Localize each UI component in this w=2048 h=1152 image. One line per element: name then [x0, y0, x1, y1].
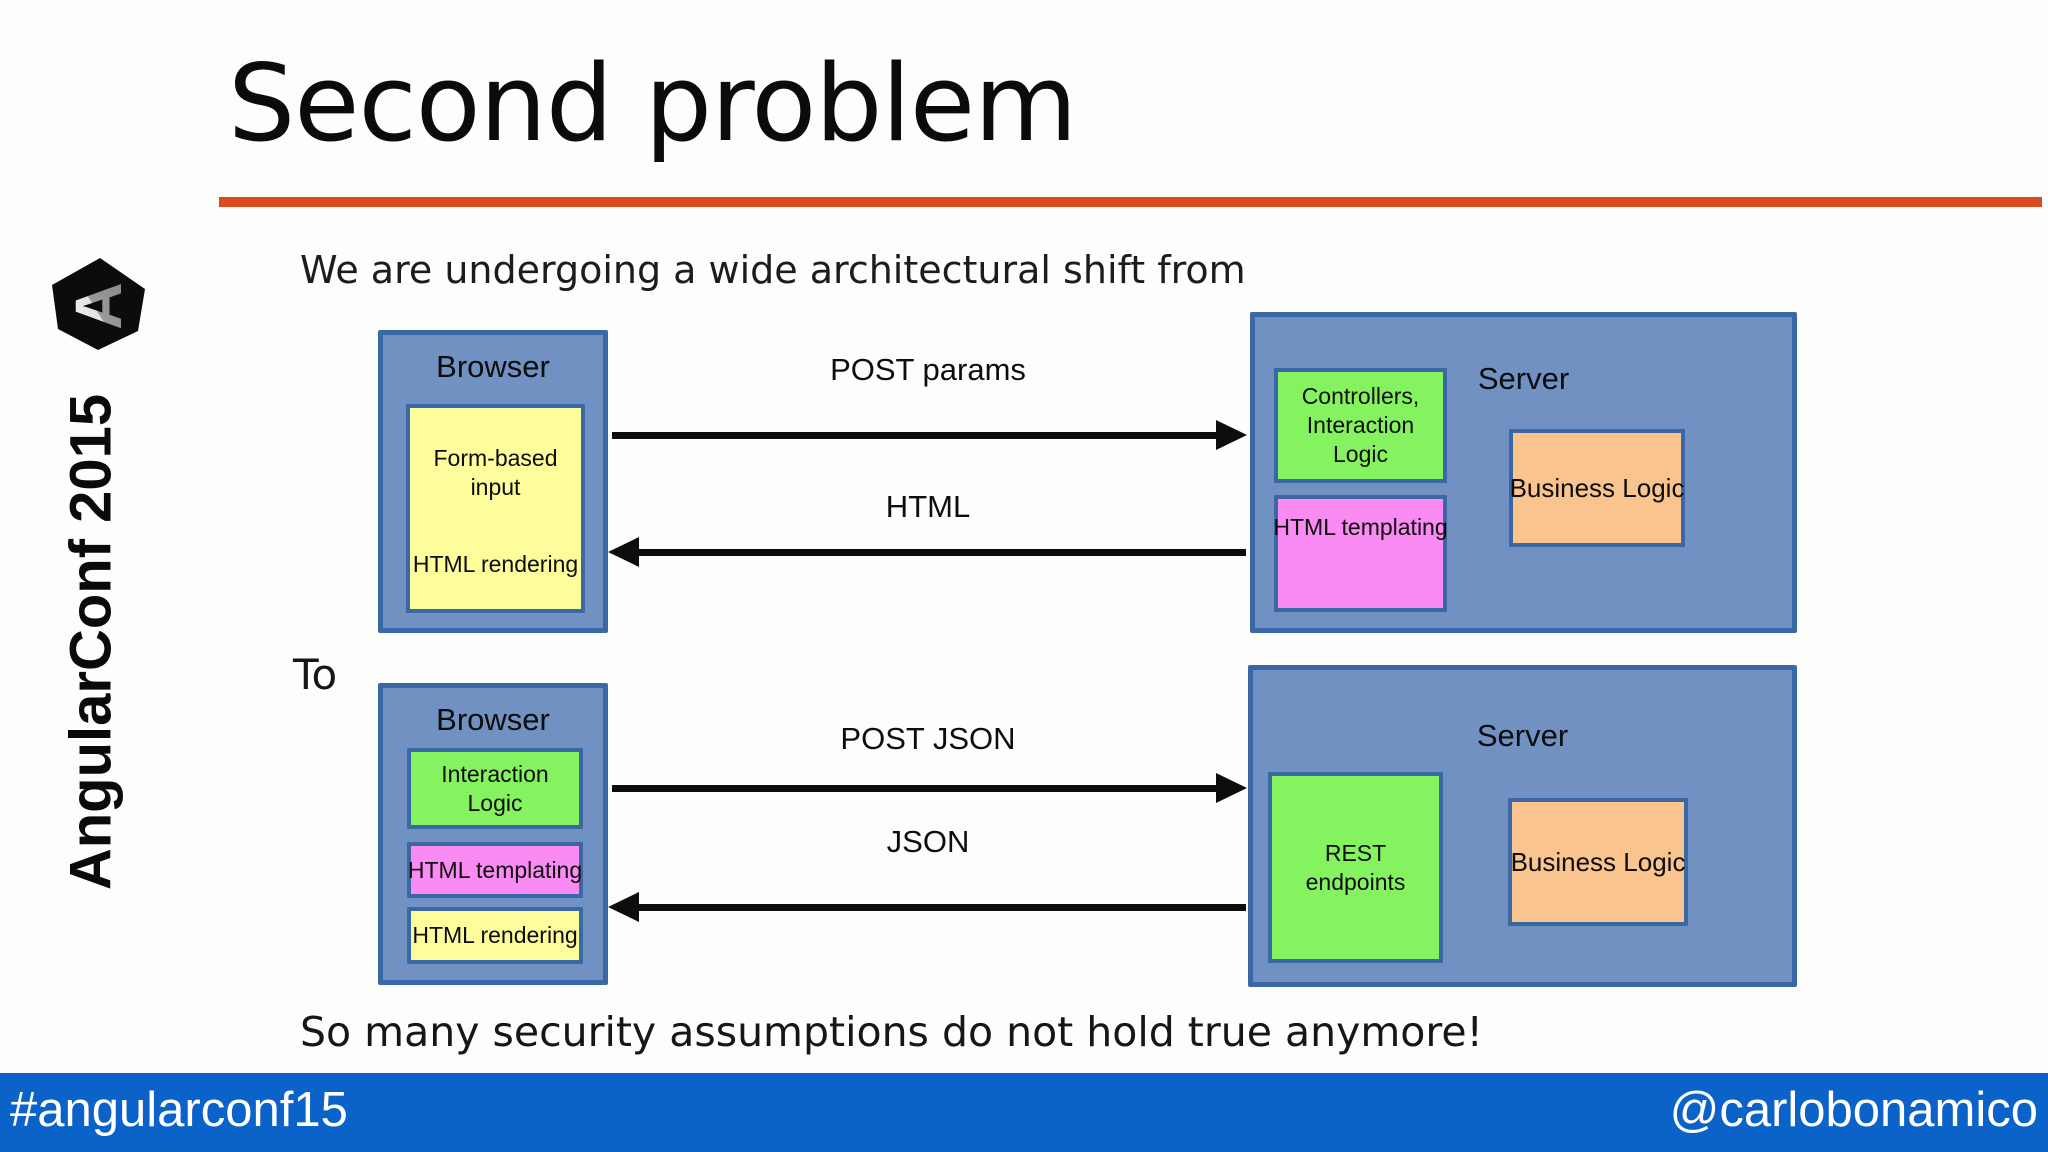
to-browser-box: Browser Interaction Logic HTML templatin…	[378, 683, 608, 985]
conclusion-text: So many security assumptions do not hold…	[300, 1008, 1483, 1056]
from-templating-label: HTML templating	[1273, 514, 1448, 540]
post-params-arrowhead	[1216, 420, 1247, 450]
to-browser-title: Browser	[436, 702, 550, 737]
from-business-logic-label: Business Logic	[1509, 472, 1685, 503]
json-response-arrow	[636, 904, 1246, 911]
interaction-logic-label: Interaction Logic	[441, 760, 549, 816]
interaction-logic-box: Interaction Logic	[407, 748, 583, 829]
from-server-title: Server	[1477, 361, 1570, 396]
footer-handle: @carlobonamico	[1669, 1083, 2038, 1137]
rest-endpoints-box: REST endpoints	[1268, 772, 1443, 963]
post-json-arrowhead	[1216, 773, 1247, 803]
rest-endpoints-label: REST endpoints	[1305, 839, 1406, 895]
from-browser-title: Browser	[436, 349, 550, 384]
from-browser-yellow-box: Form-based input HTML rendering	[406, 404, 585, 613]
from-server-box: Server Controllers, Interaction Logic HT…	[1250, 312, 1797, 633]
from-browser-box: Browser Form-based input HTML rendering	[378, 330, 608, 633]
post-params-arrow	[612, 432, 1220, 439]
conference-brand: AngularConf 2015	[58, 393, 124, 891]
page-title: Second problem	[228, 42, 1077, 165]
to-server-box: Server REST endpoints Business Logic	[1248, 665, 1797, 987]
html-response-arrow	[636, 549, 1246, 556]
post-json-label: POST JSON	[840, 721, 1016, 756]
post-json-arrow	[612, 785, 1220, 792]
to-business-logic-box: Business Logic	[1508, 798, 1688, 926]
subtitle-text: We are undergoing a wide architectural s…	[300, 248, 1246, 292]
to-server-title: Server	[1476, 718, 1569, 753]
footer-hashtag: #angularconf15	[10, 1083, 348, 1137]
controllers-box: Controllers, Interaction Logic	[1274, 368, 1447, 483]
to-templating-box: HTML templating	[407, 842, 583, 898]
title-underline	[219, 197, 2042, 207]
to-rendering-box: HTML rendering	[407, 907, 583, 964]
to-label: To	[293, 650, 338, 699]
post-params-label: POST params	[830, 352, 1026, 387]
json-response-label: JSON	[886, 824, 970, 859]
svg-text:A: A	[61, 282, 135, 330]
html-response-label: HTML	[885, 489, 971, 524]
to-business-logic-label: Business Logic	[1510, 846, 1686, 877]
to-rendering-label: HTML rendering	[412, 922, 578, 949]
html-rendering-label: HTML rendering	[412, 551, 579, 578]
form-based-input-label: Form-based input	[433, 445, 558, 500]
html-response-arrowhead	[608, 537, 639, 567]
from-templating-box: HTML templating	[1273, 495, 1448, 612]
json-response-arrowhead	[608, 892, 639, 922]
footer-bar: #angularconf15 @carlobonamico	[0, 1073, 2048, 1152]
controllers-label: Controllers, Interaction Logic	[1301, 383, 1420, 467]
angular-logo-icon: A	[52, 258, 145, 350]
from-business-logic-box: Business Logic	[1509, 429, 1685, 547]
to-templating-label: HTML templating	[407, 856, 583, 883]
